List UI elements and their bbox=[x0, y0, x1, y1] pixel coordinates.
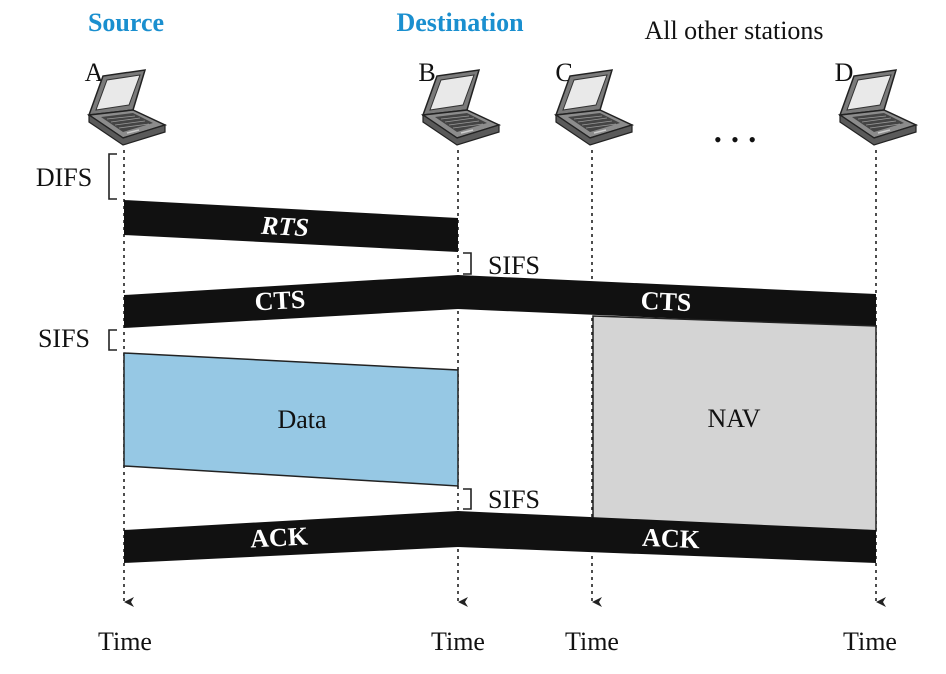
time-label-c: Time bbox=[565, 627, 619, 656]
station-label-b: B bbox=[418, 58, 435, 87]
sifs-bracket bbox=[463, 252, 472, 275]
time-label-d: Time bbox=[843, 627, 897, 656]
difs-bracket bbox=[108, 153, 117, 200]
cts-frame-others bbox=[458, 275, 876, 327]
sifs-bracket bbox=[463, 488, 472, 510]
sifs-label: SIFS bbox=[38, 324, 90, 353]
ack-label-source: ACK bbox=[249, 521, 309, 553]
more-stations-ellipsis: • • • bbox=[714, 127, 758, 152]
cts-label-others: CTS bbox=[640, 286, 692, 317]
other-stations-heading: All other stations bbox=[644, 16, 823, 45]
source-heading: Source bbox=[88, 8, 164, 37]
ack-label-others: ACK bbox=[642, 523, 702, 555]
laptop-icon bbox=[422, 69, 500, 146]
time-label-b: Time bbox=[431, 627, 485, 656]
rts-frame bbox=[124, 200, 458, 252]
ack-frame-others bbox=[458, 511, 876, 563]
laptop-icon bbox=[839, 69, 917, 146]
destination-heading: Destination bbox=[396, 8, 524, 37]
difs-label: DIFS bbox=[36, 163, 92, 192]
rts-label: RTS bbox=[259, 211, 309, 243]
cts-frame-source bbox=[124, 275, 458, 328]
sifs-bracket bbox=[108, 329, 117, 351]
data-frame bbox=[123, 352, 459, 487]
sifs-label: SIFS bbox=[488, 251, 540, 280]
sifs-label: SIFS bbox=[488, 485, 540, 514]
nav-label: NAV bbox=[708, 404, 761, 433]
time-label-a: Time bbox=[98, 627, 152, 656]
laptop-icon bbox=[88, 69, 166, 146]
ack-frame-source bbox=[124, 511, 458, 563]
cts-label-source: CTS bbox=[254, 285, 306, 317]
station-label-a: A bbox=[85, 58, 104, 87]
data-label: Data bbox=[277, 405, 327, 434]
laptop-icon bbox=[555, 69, 633, 146]
station-label-d: D bbox=[835, 58, 854, 87]
